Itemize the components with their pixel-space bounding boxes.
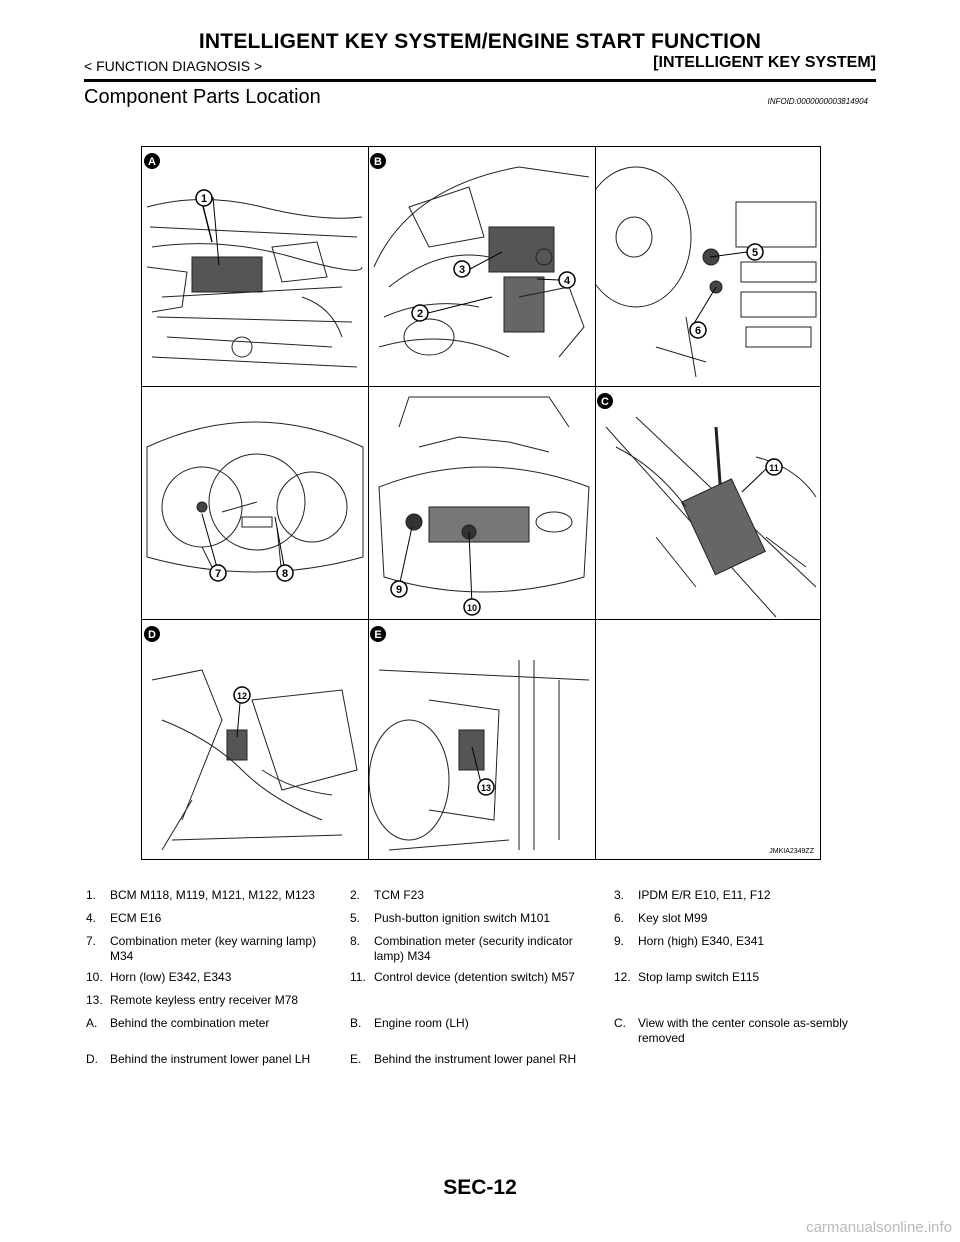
legend-item: D.Behind the instrument lower panel LH xyxy=(86,1052,311,1066)
legend-item: 9.Horn (high) E340, E341 xyxy=(614,934,765,948)
callout-13: 13 xyxy=(471,746,495,796)
callout-3: 3 xyxy=(453,251,503,278)
illustration-engine-room-lh xyxy=(373,166,590,358)
grid-hline-2 xyxy=(142,619,820,620)
grid-hline-1 xyxy=(142,386,820,387)
figure-id: JMKIA2349ZZ xyxy=(769,848,814,855)
panel-d-lower-panel-lh xyxy=(142,620,368,859)
legend-item: 4.ECM E16 xyxy=(86,911,162,925)
callout-9: 9 xyxy=(390,526,413,598)
legend-item: 8.Combination meter (security indicator … xyxy=(350,934,573,963)
legend-item: 13.Remote keyless entry receiver M78 xyxy=(86,993,299,1007)
panel-letter-a: A xyxy=(144,153,160,169)
svg-text:C: C xyxy=(601,396,609,408)
svg-text:E: E xyxy=(374,629,381,641)
svg-text:11: 11 xyxy=(769,463,779,473)
callout-1: 1 xyxy=(195,189,220,266)
legend-row: A.Behind the combination meter B.Engine … xyxy=(84,1016,876,1052)
illustration-stop-lamp-switch xyxy=(151,669,358,851)
illustration-front-horns xyxy=(378,396,590,593)
callout-4: 4 xyxy=(536,271,576,289)
panel-empty xyxy=(596,620,820,859)
legend-item: 7.Combination meter (key warning lamp) M… xyxy=(86,934,317,963)
svg-text:12: 12 xyxy=(237,691,247,701)
legend-row: 4.ECM E16 5.Push-button ignition switch … xyxy=(84,911,876,934)
watermark: carmanualsonline.info xyxy=(806,1219,952,1236)
svg-text:1: 1 xyxy=(201,193,207,205)
illustration-center-console xyxy=(605,416,817,618)
panel-c-center-console xyxy=(596,387,820,619)
legend-table: 1.BCM M118, M119, M121, M122, M123 2.TCM… xyxy=(84,888,876,1075)
legend-item: 10.Horn (low) E342, E343 xyxy=(86,970,232,984)
callout-10: 10 xyxy=(463,531,481,616)
legend-item: 6.Key slot M99 xyxy=(614,911,708,925)
svg-text:9: 9 xyxy=(396,584,402,596)
component-location-figure: A B C D E 1 2 3 4 5 6 xyxy=(141,146,821,860)
grid-vline-2 xyxy=(595,147,596,859)
svg-text:B: B xyxy=(374,156,382,168)
illustration-behind-meter xyxy=(146,199,363,368)
header-left-label: < FUNCTION DIAGNOSIS > xyxy=(84,58,263,74)
section-title: Component Parts Location xyxy=(84,86,321,108)
svg-text:D: D xyxy=(148,629,156,641)
legend-item: 11.Control device (detention switch) M57 xyxy=(350,970,575,984)
legend-row: 10.Horn (low) E342, E343 11.Control devi… xyxy=(84,970,876,993)
svg-text:10: 10 xyxy=(467,603,477,613)
panel-letter-d: D xyxy=(144,626,160,642)
figure-labels-layer: A B C D E 1 2 3 4 5 6 xyxy=(144,153,783,796)
header-right-label: [INTELLIGENT KEY SYSTEM] xyxy=(653,54,876,71)
svg-text:8: 8 xyxy=(282,568,288,580)
legend-row: D.Behind the instrument lower panel LH E… xyxy=(84,1052,876,1075)
panel-combination-meter-face xyxy=(142,387,368,619)
panel-letter-b: B xyxy=(370,153,386,169)
legend-row: 1.BCM M118, M119, M121, M122, M123 2.TCM… xyxy=(84,888,876,911)
svg-text:13: 13 xyxy=(481,783,491,793)
panel-a-combination-meter xyxy=(142,147,368,386)
grid-vline-1 xyxy=(368,147,369,859)
legend-item: 3.IPDM E/R E10, E11, F12 xyxy=(614,888,771,902)
callout-12: 12 xyxy=(233,686,251,738)
legend-item xyxy=(612,1052,876,1075)
panel-b-engine-room xyxy=(369,147,595,386)
panel-front-bumper xyxy=(369,387,595,619)
callout-11: 11 xyxy=(741,458,783,493)
svg-text:5: 5 xyxy=(752,247,758,259)
svg-text:2: 2 xyxy=(417,308,423,320)
legend-item: E.Behind the instrument lower panel RH xyxy=(350,1052,577,1066)
svg-text:4: 4 xyxy=(564,275,571,287)
page-header-title: INTELLIGENT KEY SYSTEM/ENGINE START FUNC… xyxy=(198,30,762,53)
callout-5: 5 xyxy=(709,243,764,261)
legend-item: C.View with the center console as-sembly… xyxy=(614,1016,848,1045)
callout-8: 8 xyxy=(274,516,294,582)
svg-text:7: 7 xyxy=(215,568,221,580)
page-number: SEC-12 xyxy=(443,1176,517,1199)
panel-letter-e: E xyxy=(370,626,386,642)
panel-dashboard xyxy=(596,147,820,386)
legend-item: 5.Push-button ignition switch M101 xyxy=(350,911,551,925)
legend-row: 7.Combination meter (key warning lamp) M… xyxy=(84,934,876,970)
svg-text:6: 6 xyxy=(695,325,701,337)
header-rule xyxy=(84,79,876,82)
callout-2: 2 xyxy=(411,296,493,322)
panel-letter-c: C xyxy=(597,393,613,409)
legend-item: B.Engine room (LH) xyxy=(350,1016,469,1030)
legend-item xyxy=(348,993,612,1016)
legend-row: 13.Remote keyless entry receiver M78 xyxy=(84,993,876,1016)
callout-6: 6 xyxy=(689,286,717,339)
legend-item: A.Behind the combination meter xyxy=(86,1016,270,1030)
illustration-keyless-receiver xyxy=(369,660,590,851)
legend-item xyxy=(612,993,876,1016)
legend-item: 12.Stop lamp switch E115 xyxy=(614,970,760,984)
info-id: INFOID:0000000003814904 xyxy=(767,97,868,106)
callout-7: 7 xyxy=(201,513,227,582)
svg-text:A: A xyxy=(148,156,156,168)
legend-item: 1.BCM M118, M119, M121, M122, M123 xyxy=(86,888,315,902)
panel-e-lower-panel-rh xyxy=(369,620,595,859)
svg-text:3: 3 xyxy=(459,264,465,276)
legend-item: 2.TCM F23 xyxy=(350,888,425,902)
